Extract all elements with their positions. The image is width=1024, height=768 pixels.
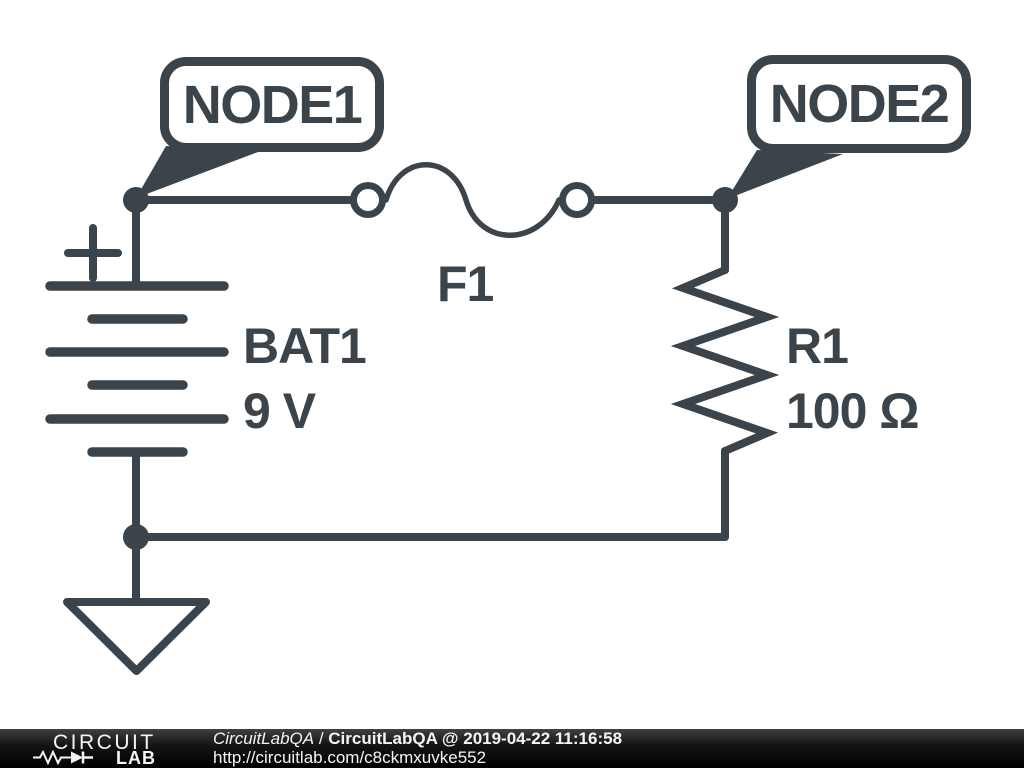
fuse-designator: F1 bbox=[437, 256, 494, 312]
fuse-terminal-left bbox=[350, 182, 386, 218]
resistor-diode-icon bbox=[33, 750, 93, 765]
node2-callout-tail bbox=[727, 150, 843, 199]
battery-value: 9 V bbox=[243, 383, 316, 439]
footer-title-line: CircuitLabQA / CircuitLabQA @ 2019-04-22… bbox=[213, 729, 623, 749]
resistor-designator: R1 bbox=[786, 318, 849, 374]
junction-dot bbox=[123, 524, 149, 550]
footer-timestamp: CircuitLabQA @ 2019-04-22 11:16:58 bbox=[328, 729, 623, 748]
circuitlab-logo-text: CIRCUIT bbox=[53, 731, 156, 754]
node1-callout-tail bbox=[136, 146, 258, 198]
ground-triangle bbox=[63, 598, 210, 675]
footer-author: CircuitLabQA bbox=[213, 729, 315, 748]
fuse-squiggle bbox=[383, 162, 562, 238]
fuse-terminal-right bbox=[559, 182, 595, 218]
battery-designator: BAT1 bbox=[243, 318, 367, 374]
footer-url: http://circuitlab.com/c8ckmxuvke552 bbox=[213, 747, 487, 767]
resistor-zigzag bbox=[670, 266, 780, 455]
footer-meta: CircuitLabQA / CircuitLabQA @ 2019-04-22… bbox=[213, 729, 623, 767]
resistor-value: 100 Ω bbox=[786, 383, 919, 439]
wires bbox=[132, 196, 729, 606]
resistor-symbol bbox=[670, 266, 780, 455]
node2-callout: NODE2 bbox=[747, 55, 971, 153]
ground-symbol bbox=[63, 598, 210, 675]
footer-bar: CIRCUIT LAB CircuitLabQA / CircuitLabQA … bbox=[0, 729, 1024, 768]
node1-label: NODE1 bbox=[182, 74, 363, 135]
fuse-symbol bbox=[350, 162, 595, 238]
circuitlab-logo-row2: LAB bbox=[33, 747, 156, 768]
node1-callout: NODE1 bbox=[160, 57, 384, 152]
node2-label: NODE2 bbox=[769, 74, 950, 134]
battery-symbol bbox=[45, 224, 229, 457]
footer-separator: / bbox=[314, 729, 329, 748]
battery-plus-sign bbox=[64, 224, 122, 282]
circuitlab-logo-lab: LAB bbox=[116, 747, 156, 768]
